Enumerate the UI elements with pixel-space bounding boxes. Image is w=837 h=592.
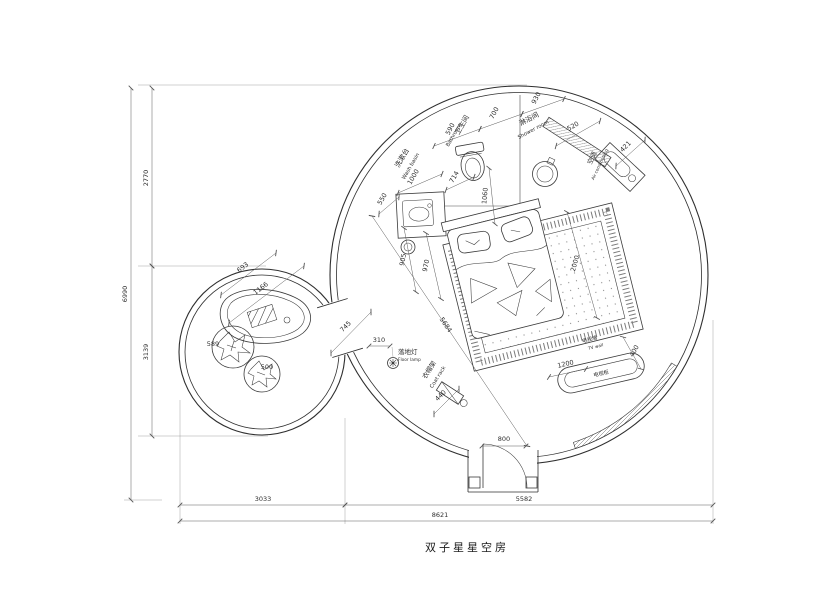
- dim-lamp-offset: 310: [373, 336, 385, 344]
- dim-left-total: 6990: [121, 286, 129, 303]
- tv-wall-label-cn: 电视墙: [581, 333, 598, 345]
- tv-wall-band: [573, 362, 678, 449]
- tv-wall-label-en: TV wall: [587, 342, 604, 352]
- dim-ac-len: 421: [618, 139, 632, 153]
- bed: [440, 198, 564, 339]
- lounge-pod: [219, 288, 312, 344]
- dim-bottom-right: 5582: [516, 495, 533, 503]
- pedestal-basin: [532, 156, 558, 187]
- dim-toilet-w: 714: [448, 170, 461, 185]
- bean-bag-small: [243, 355, 281, 393]
- dim-left-lower: 3139: [142, 344, 150, 361]
- dim-bean-a: 589: [207, 340, 219, 348]
- dim-bottom-left: 3033: [255, 495, 272, 503]
- entry-door: [467, 443, 539, 493]
- dim-basin-dep: 550: [376, 192, 389, 207]
- dim-diag-main: 5684: [438, 316, 454, 334]
- washbasin-counter: [395, 191, 447, 239]
- dim-left-upper: 2770: [142, 170, 150, 187]
- dim-bottom-total: 8621: [432, 511, 449, 519]
- dim-bed-a: 905: [398, 253, 408, 267]
- dim-tv-len: 1200: [557, 358, 575, 370]
- door-jamb-left: [468, 476, 481, 489]
- toilet: [454, 141, 485, 181]
- dim-top-b: 700: [488, 106, 501, 121]
- pod-cushion: [246, 304, 278, 328]
- floor-lamp-label-en: Floor lamp: [398, 357, 421, 363]
- dim-pod-a: 693: [235, 260, 250, 274]
- tv-cabinet-label: 电视柜: [593, 368, 610, 379]
- small-room-walls: [178, 268, 346, 436]
- door-jamb-right: [525, 476, 538, 489]
- bed-pillow-left: [457, 230, 491, 254]
- dim-toilet-d: 1060: [480, 187, 489, 204]
- dim-bean-b: 500: [261, 363, 273, 371]
- dim-door-w: 800: [498, 435, 510, 443]
- stool: [400, 239, 416, 255]
- floor-lamp: [387, 357, 399, 369]
- dim-bed-b: 970: [421, 259, 431, 273]
- floor-lamp-label-cn: 落地灯: [398, 347, 418, 356]
- drawing-title: 双子星星空房: [425, 540, 509, 554]
- dimension-lines: [128, 85, 716, 524]
- dim-rack-offset: 440: [433, 388, 447, 402]
- dim-shower-len: 520: [566, 120, 581, 133]
